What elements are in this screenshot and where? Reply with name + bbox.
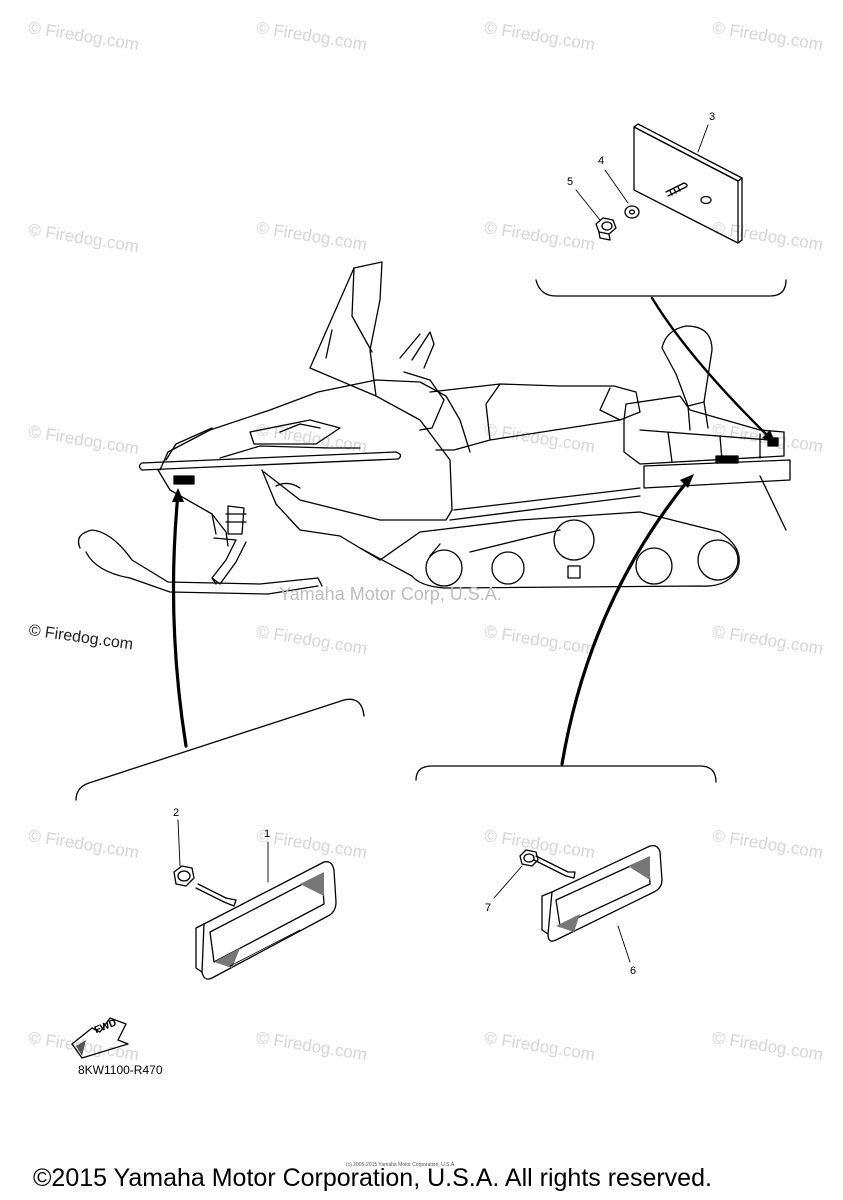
callout-3: 3 <box>709 111 716 123</box>
inset-frame-top <box>535 279 787 297</box>
callout-6: 6 <box>630 965 637 977</box>
copyright-footer: ©2015 Yamaha Motor Corporation, U.S.A. A… <box>33 1164 712 1192</box>
callout-7: 7 <box>485 902 492 914</box>
callout-5: 5 <box>567 176 574 188</box>
nut-part-7 <box>519 849 539 867</box>
inset-bottom-left <box>71 698 365 1059</box>
inset-bottom-right <box>415 765 717 963</box>
reflector-part-1 <box>195 861 337 980</box>
leader-arrows <box>171 296 774 766</box>
inset-top-right <box>535 123 787 297</box>
arrow-heads <box>172 430 776 502</box>
callout-1: 1 <box>264 828 271 840</box>
fwd-arrow-icon <box>71 1017 129 1059</box>
plate-part-3 <box>633 123 743 244</box>
snowmobile-outline <box>77 261 791 595</box>
stud-bolt <box>665 182 688 197</box>
washer-part-4 <box>624 205 640 219</box>
small-credit-text: (c) 2005-2015 Yamaha Motor Corporation, … <box>346 1162 456 1168</box>
diagram-code: 8KW1100-R470 <box>78 1063 163 1077</box>
nut-part-2 <box>173 865 195 887</box>
callout-2: 2 <box>173 807 180 819</box>
inset-frame-left <box>75 698 365 801</box>
nut-part-5 <box>595 217 617 241</box>
yamaha-trademark: Yamaha Motor Corp, U.S.A. <box>279 584 502 604</box>
reflector-part-6 <box>541 844 663 942</box>
callout-4: 4 <box>598 155 605 167</box>
inset-frame-right <box>415 765 717 783</box>
